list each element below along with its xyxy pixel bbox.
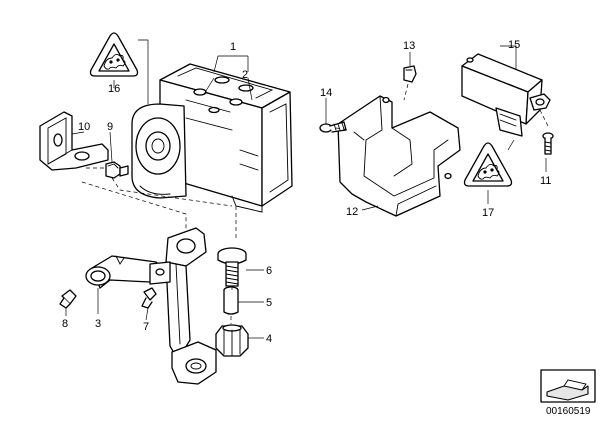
- callout-11: 11: [540, 175, 551, 187]
- callout-5: 5: [266, 297, 272, 309]
- spacer-sleeve: [223, 286, 239, 315]
- warning-triangle-icon: [89, 32, 139, 77]
- control-module: [461, 53, 551, 137]
- callout-10: 10: [78, 121, 90, 133]
- diagram-id: 00160519: [546, 406, 591, 417]
- bracket-screw: [319, 121, 347, 133]
- callout-4: 4: [266, 333, 272, 345]
- callout-15: 15: [508, 39, 520, 51]
- callout-14: 14: [320, 87, 332, 99]
- leader-lines: [65, 39, 549, 339]
- callout-9: 9: [107, 121, 113, 133]
- rubber-mount: [215, 324, 249, 357]
- reference-box: 00160519: [540, 369, 596, 417]
- hydraulic-unit: [131, 63, 293, 213]
- flag-icon: [546, 385, 589, 401]
- callout-8: 8: [62, 318, 68, 330]
- warning-triangle-icon: [463, 142, 513, 187]
- screw-center: [141, 287, 157, 309]
- mounting-bracket-large: [85, 227, 217, 385]
- module-screw: [542, 132, 554, 155]
- control-unit-bracket: [337, 95, 461, 217]
- flange-bolt: [217, 247, 247, 287]
- retaining-clip: [403, 65, 417, 83]
- callout-17: 17: [482, 207, 494, 219]
- callout-6: 6: [266, 265, 272, 277]
- hex-screw: [105, 161, 129, 179]
- screw-left: [59, 289, 77, 309]
- mounting-bracket-small: [39, 111, 109, 171]
- callout-7: 7: [143, 321, 149, 333]
- callout-13: 13: [403, 40, 415, 52]
- callout-2: 2: [242, 69, 248, 81]
- callout-16: 16: [108, 83, 120, 95]
- callout-1: 1: [230, 41, 236, 53]
- callout-12: 12: [346, 206, 358, 218]
- callout-3: 3: [95, 318, 101, 330]
